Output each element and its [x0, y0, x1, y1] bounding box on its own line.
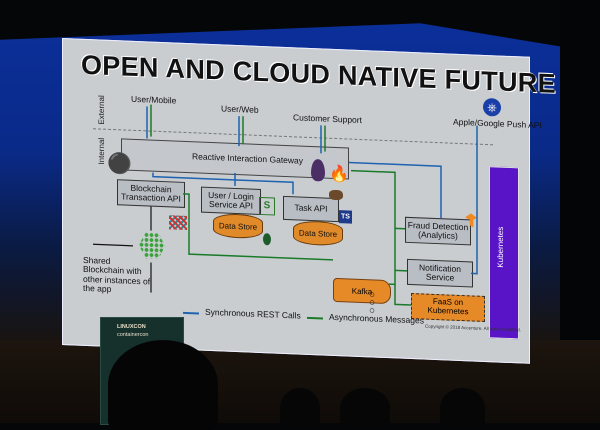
podium-brand-containercon: containercon [117, 332, 149, 338]
shared-link [93, 244, 133, 246]
sync-arrow-push [471, 125, 477, 273]
connection-arrows [63, 39, 529, 363]
audience-head [440, 388, 485, 428]
speaker-silhouette [108, 340, 218, 430]
async-arrow-blockchain-kafka [183, 194, 333, 260]
audience-head [280, 388, 320, 428]
sync-arrow-gateway-task [153, 173, 293, 195]
slide: OPEN AND CLOUD NATIVE FUTURE ⎈ External … [62, 38, 530, 364]
podium-brand-linuxcon: LINUXCON [117, 324, 146, 330]
audience-head [340, 388, 390, 428]
async-arrow-kafka-gateway [351, 171, 395, 285]
async-arrow-faas [395, 284, 411, 305]
